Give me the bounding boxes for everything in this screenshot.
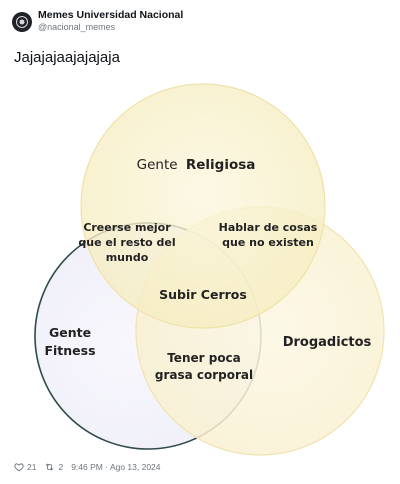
label-religiosa-bold: Religiosa xyxy=(186,157,256,173)
label-gente-fitness-line2: Fitness xyxy=(44,343,95,358)
timestamp: 9:46 PM · Ago 13, 2024 xyxy=(71,462,161,472)
label-hablar-line2: que no existen xyxy=(222,236,314,249)
avatar[interactable] xyxy=(12,11,32,32)
label-creerse-line3: mundo xyxy=(106,251,149,264)
label-gente-religiosa: Gente Religiosa xyxy=(137,157,256,173)
repost-icon xyxy=(46,463,54,471)
author-display-name[interactable]: Memes Universidad Nacional xyxy=(38,9,184,21)
tweet-header: Memes Universidad Nacional @nacional_mem… xyxy=(12,10,183,33)
label-creerse-line2: que el resto del xyxy=(78,236,175,249)
like-button[interactable]: 21 xyxy=(14,462,36,472)
label-gente-fitness-line1: Gente xyxy=(49,325,91,340)
timestamp-link[interactable]: 9:46 PM · Ago 13, 2024 xyxy=(71,462,160,472)
label-tener-line2: grasa corporal xyxy=(155,368,253,382)
venn-diagram-image: Gente Religiosa Gente Fitness Drogadicto… xyxy=(34,83,385,456)
label-subir-cerros: Subir Cerros xyxy=(159,287,247,302)
label-gente-prefix: Gente xyxy=(137,157,178,173)
repost-count: 2 xyxy=(58,462,64,472)
venn-circle-religiosa xyxy=(80,83,326,329)
tweet-text: Jajajajaajajajaja xyxy=(14,49,120,66)
label-tener-line1: Tener poca xyxy=(167,351,241,365)
label-creerse-line1: Creerse mejor xyxy=(83,221,171,234)
label-drogadictos: Drogadictos xyxy=(283,335,372,350)
like-count: 21 xyxy=(27,462,37,472)
label-hablar-line1: Hablar de cosas xyxy=(219,221,318,234)
tweet-footer: 21 2 9:46 PM · Ago 13, 2024 xyxy=(14,462,169,472)
author-handle[interactable]: @nacional_memes xyxy=(38,22,116,32)
author-names: Memes Universidad Nacional @nacional_mem… xyxy=(38,10,183,33)
repost-button[interactable]: 2 xyxy=(44,462,63,472)
profile-logo-icon xyxy=(16,15,28,28)
heart-icon xyxy=(14,463,24,472)
